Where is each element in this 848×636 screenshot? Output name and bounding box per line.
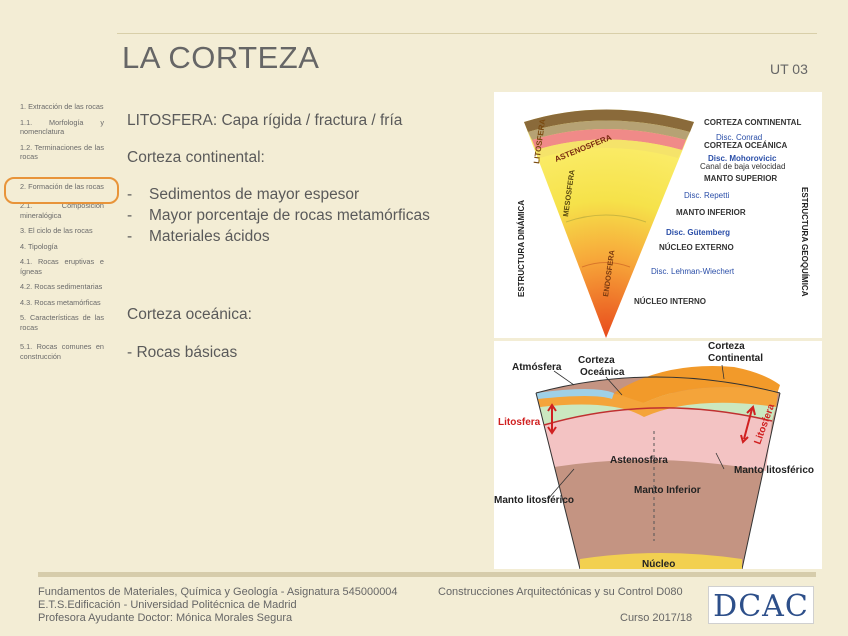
label-disc-gutemberg: Disc. Gütemberg	[666, 228, 730, 237]
list-item: -Mayor porcentaje de rocas metamórficas	[127, 207, 430, 224]
footer-professor: Profesora Ayudante Doctor: Mónica Morale…	[38, 612, 293, 624]
sidebar-item-composicion[interactable]: 2.1. Composición mineralógica	[20, 201, 104, 220]
sidebar-item-tipologia[interactable]: 4. Tipología	[20, 241, 58, 251]
sidebar-item-rocas-comunes[interactable]: 5.1. Rocas comunes en construcción	[20, 342, 104, 361]
label-corteza-continental: CORTEZA CONTINENTAL	[704, 118, 801, 127]
active-item-highlight	[4, 176, 119, 204]
label-manto-inferior: Manto Inferior	[634, 485, 701, 496]
label-disc-mohorovicic: Disc. Mohorovicic	[708, 154, 777, 163]
footer-school: E.T.S.Edificación - Universidad Politécn…	[38, 599, 297, 611]
footer-year: Curso 2017/18	[620, 612, 693, 624]
label-corteza-oceanica: CORTEZA OCEÁNICA	[704, 141, 787, 150]
label-manto-litosferico: Manto litosférico	[494, 495, 574, 506]
litosfera-definition: LITOSFERA: Capa rígida / fractura / fría	[127, 112, 403, 129]
earth-wedge	[524, 109, 694, 338]
sidebar-item-extraccion[interactable]: 1. Extracción de las rocas	[20, 102, 104, 111]
slide-content: LITOSFERA: Capa rígida / fractura / fría…	[127, 110, 487, 363]
right-axis-label: ESTRUCTURA GEOQUÍMICA	[800, 187, 809, 297]
oceanica-heading: Corteza oceánica:	[127, 306, 252, 323]
list-item: -Sedimentos de mayor espesor	[127, 186, 360, 203]
label-manto-inferior: MANTO INFERIOR	[676, 208, 746, 217]
label-astenosfera: Astenosfera	[610, 455, 668, 466]
label-canal: Canal de baja velocidad	[700, 162, 785, 171]
crust-section-figure: Atmósfera Corteza Oceánica Corteza Conti…	[494, 341, 822, 569]
label-manto-superior: MANTO SUPERIOR	[704, 174, 777, 183]
label-disc-repetti: Disc. Repetti	[684, 191, 730, 200]
sidebar-item-ciclo[interactable]: 3. El ciclo de las rocas	[20, 226, 93, 235]
label-corteza-oceanica: Corteza	[578, 355, 615, 366]
sidebar-item-sedimentarias[interactable]: 4.2. Rocas sedimentarias	[20, 282, 103, 291]
footer-department: Construcciones Arquitectónicas y su Cont…	[438, 586, 683, 598]
sidebar-item-terminaciones[interactable]: 1.2. Terminaciones de las rocas	[20, 142, 104, 162]
list-item: -Materiales ácidos	[127, 228, 270, 245]
footer-rule	[38, 572, 816, 577]
label-corteza-oceanica: Oceánica	[580, 367, 625, 378]
earth-structure-figure: LITOSFERA ASTENOSFERA MESOSFERA ENDOSFER…	[494, 92, 822, 338]
title-rule	[117, 33, 817, 34]
slide-title: LA CORTEZA	[122, 40, 320, 75]
sidebar-item-label: 2. Formación de las rocas	[20, 181, 104, 191]
label-corteza-continental: Corteza	[708, 341, 745, 352]
dcac-logo: DCAC	[708, 586, 814, 624]
label-manto-litosferico: Manto litosférico	[734, 465, 814, 476]
label-nucleo-interno: NÚCLEO INTERNO	[634, 297, 706, 306]
label-nucleo-externo: NÚCLEO EXTERNO	[659, 243, 734, 252]
unit-label: UT 03	[770, 61, 808, 77]
label-disc-lehman: Disc. Lehman-Wiechert	[651, 267, 735, 276]
sidebar-item-formacion[interactable]: 2. Formación de las rocas	[4, 176, 119, 204]
astenosfera-region	[542, 403, 772, 471]
footer-course: Fundamentos de Materiales, Química y Geo…	[38, 586, 398, 598]
label-atmosfera: Atmósfera	[512, 362, 562, 373]
continental-heading: Corteza continental:	[127, 149, 265, 166]
label-litosfera-left: Litosfera	[498, 417, 541, 428]
sidebar-item-morfologia[interactable]: 1.1. Morfología y nomenclatura	[20, 117, 104, 137]
sidebar-item-eruptivas[interactable]: 4.1. Rocas eruptivas e ígneas	[20, 257, 104, 276]
label-corteza-continental: Continental	[708, 353, 763, 364]
oceanica-item: - Rocas básicas	[127, 344, 238, 361]
left-axis-label: ESTRUCTURA DINÁMICA	[517, 200, 526, 297]
sidebar-nav: 1. Extracción de las rocas 1.1. Morfolog…	[4, 102, 119, 367]
label-disc-conrad: Disc. Conrad	[716, 133, 762, 142]
sidebar-item-metamorficas[interactable]: 4.3. Rocas metamórficas	[20, 297, 101, 307]
label-nucleo: Núcleo	[642, 559, 675, 569]
sidebar-item-caracteristicas[interactable]: 5. Características de las rocas	[20, 313, 104, 332]
